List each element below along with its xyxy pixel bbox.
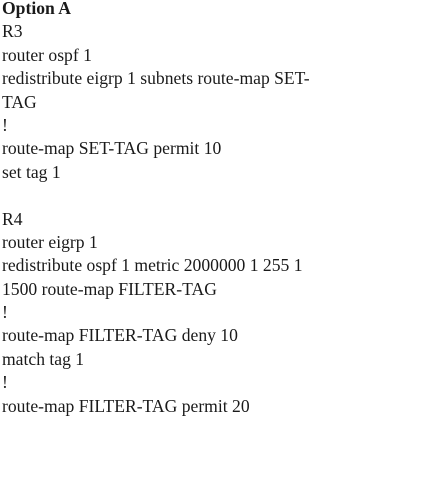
- block-spacer: [2, 184, 426, 207]
- config-line: !: [2, 302, 8, 323]
- config-line: TAG: [2, 91, 37, 112]
- r4-config-block: R4 router eigrp 1 redistribute ospf 1 me…: [2, 208, 426, 419]
- router-label-r3: R3: [2, 21, 23, 42]
- router-label-r4: R4: [2, 208, 23, 229]
- option-title: Option A: [2, 0, 71, 18]
- config-line: 1500 route-map FILTER-TAG: [2, 278, 217, 299]
- config-line: redistribute eigrp 1 subnets route-map S…: [2, 68, 310, 89]
- config-line: set tag 1: [2, 161, 61, 182]
- config-line: route-map FILTER-TAG permit 20: [2, 395, 250, 416]
- config-line: !: [2, 372, 8, 393]
- config-line: router eigrp 1: [2, 231, 98, 252]
- config-line: !: [2, 114, 8, 135]
- config-line: route-map FILTER-TAG deny 10: [2, 325, 238, 346]
- config-line: redistribute ospf 1 metric 2000000 1 255…: [2, 255, 303, 276]
- config-document: Option A R3 router ospf 1 redistribute e…: [2, 0, 426, 418]
- config-line: match tag 1: [2, 348, 85, 369]
- r3-config-block: R3 router ospf 1 redistribute eigrp 1 su…: [2, 20, 426, 184]
- config-line: route-map SET-TAG permit 10: [2, 138, 222, 159]
- config-line: router ospf 1: [2, 44, 92, 65]
